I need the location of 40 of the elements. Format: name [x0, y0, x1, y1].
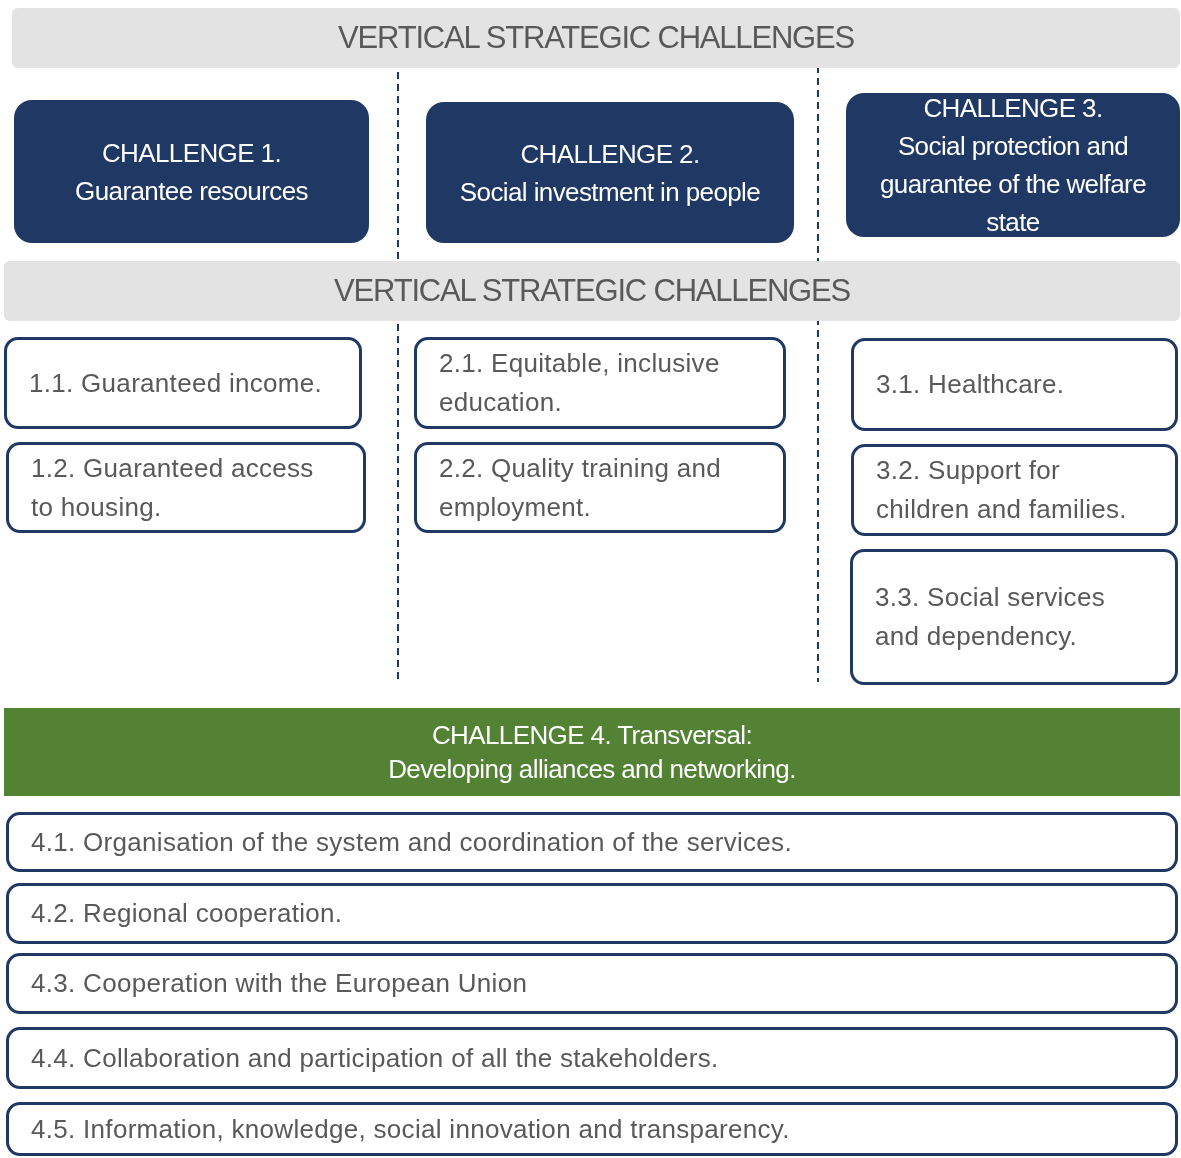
- challenge-text: Social protection and guarantee of the welfare state: [879, 130, 1147, 239]
- objective-box: [851, 444, 1178, 536]
- challenge-text: Developing alliances and networking.: [388, 753, 796, 786]
- objective-text: 3.1. Healthcare.: [876, 368, 1066, 401]
- objective-box: [414, 337, 786, 429]
- objective-text: 1.2. Guaranteed access to housing.: [31, 451, 315, 524]
- heading-band: [12, 8, 1180, 68]
- objective-box: [4, 337, 362, 429]
- challenge-text: CHALLENGE 1.: [101, 136, 282, 170]
- objective-box: [6, 442, 366, 533]
- challenge-text: CHALLENGE 2.: [520, 137, 700, 171]
- objective-text: 3.2. Support for children and families.: [876, 454, 1128, 526]
- objective-box: [6, 953, 1178, 1014]
- objective-text: 4.2. Regional cooperation.: [31, 897, 344, 930]
- challenge-box: [846, 93, 1180, 237]
- challenge-text: Social investment in people: [459, 175, 761, 209]
- objective-text: 2.1. Equitable, inclusive education.: [439, 347, 721, 419]
- objective-box: [6, 812, 1178, 872]
- objective-box: [851, 338, 1178, 431]
- objective-text: 4.3. Cooperation with the European Union: [31, 967, 529, 1000]
- objective-box: [6, 1027, 1178, 1089]
- challenge-text: Guarantee resources: [75, 174, 308, 208]
- objective-text: 4.4. Collaboration and participation of all the stakeholders.: [31, 1041, 720, 1075]
- objective-text: 3.3. Social services and dependency.: [875, 581, 1106, 653]
- objective-text: 2.2. Quality training and employment.: [439, 451, 723, 524]
- challenge-text: CHALLENGE 3.: [923, 92, 1103, 125]
- objective-text: 4.5. Information, knowledge, social innovation and transparency.: [31, 1112, 791, 1146]
- heading-band: [4, 261, 1180, 321]
- heading-text: VERTICAL STRATEGIC CHALLENGES: [334, 273, 850, 309]
- challenge-text: CHALLENGE 4. Transversal:: [431, 719, 753, 752]
- objective-text: 4.1. Organisation of the system and coordination of the services.: [31, 825, 793, 859]
- heading-text: VERTICAL STRATEGIC CHALLENGES: [338, 20, 854, 56]
- objective-box: [6, 1102, 1178, 1156]
- objective-box: [414, 442, 786, 533]
- objective-box: [850, 549, 1178, 685]
- challenge-box: [14, 100, 369, 243]
- objective-text: 1.1. Guaranteed income.: [29, 366, 324, 400]
- objective-box: [6, 883, 1178, 944]
- transversal-band: [4, 708, 1180, 796]
- challenge-box: [426, 102, 794, 243]
